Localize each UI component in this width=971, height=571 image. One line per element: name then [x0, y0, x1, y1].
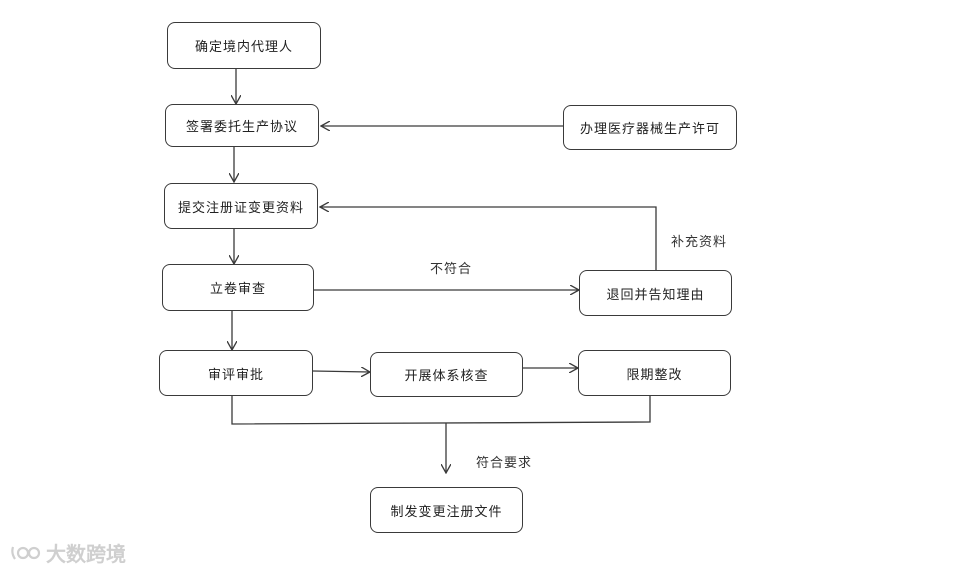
watermark-logo-icon [11, 546, 41, 560]
box-submit-materials: 提交注册证变更资料 [164, 183, 318, 229]
box-issue-documents: 制发变更注册文件 [370, 487, 523, 533]
edge-label-compliant: 符合要求 [476, 456, 533, 471]
box-submit-materials-label: 提交注册证变更资料 [177, 200, 304, 216]
box-rectify-label: 限期整改 [626, 367, 683, 383]
box-confirm-agent-label: 确定境内代理人 [194, 40, 293, 55]
box-evaluation-approval-label: 审评审批 [207, 367, 264, 383]
box-evaluation-approval: 审评审批 [159, 350, 313, 396]
box-system-inspection-label: 开展体系核查 [404, 369, 489, 384]
arrow-b6-b4 [320, 207, 657, 270]
box-issue-documents-label: 制发变更注册文件 [390, 504, 503, 520]
box-production-license-label: 办理医疗器械生产许可 [579, 122, 720, 137]
box-sign-agreement: 签署委托生产协议 [165, 104, 319, 147]
watermark: 大数跨境 [10, 538, 126, 567]
arrow-b7-b8 [312, 371, 370, 372]
box-filing-review-label: 立卷审查 [209, 282, 266, 297]
watermark-text: 大数跨境 [46, 542, 126, 566]
merge-bracket [231, 396, 651, 425]
box-return-reason: 退回并告知理由 [579, 270, 732, 316]
box-filing-review: 立卷审查 [162, 264, 314, 311]
box-rectify: 限期整改 [578, 350, 731, 396]
box-return-reason-label: 退回并告知理由 [606, 287, 705, 303]
box-sign-agreement-label: 签署委托生产协议 [185, 120, 298, 135]
edge-label-supplement: 补充资料 [671, 235, 728, 250]
edge-label-not-compliant: 不符合 [430, 262, 473, 277]
box-system-inspection: 开展体系核查 [370, 352, 523, 397]
box-production-license: 办理医疗器械生产许可 [563, 105, 737, 150]
box-confirm-agent: 确定境内代理人 [167, 22, 321, 69]
